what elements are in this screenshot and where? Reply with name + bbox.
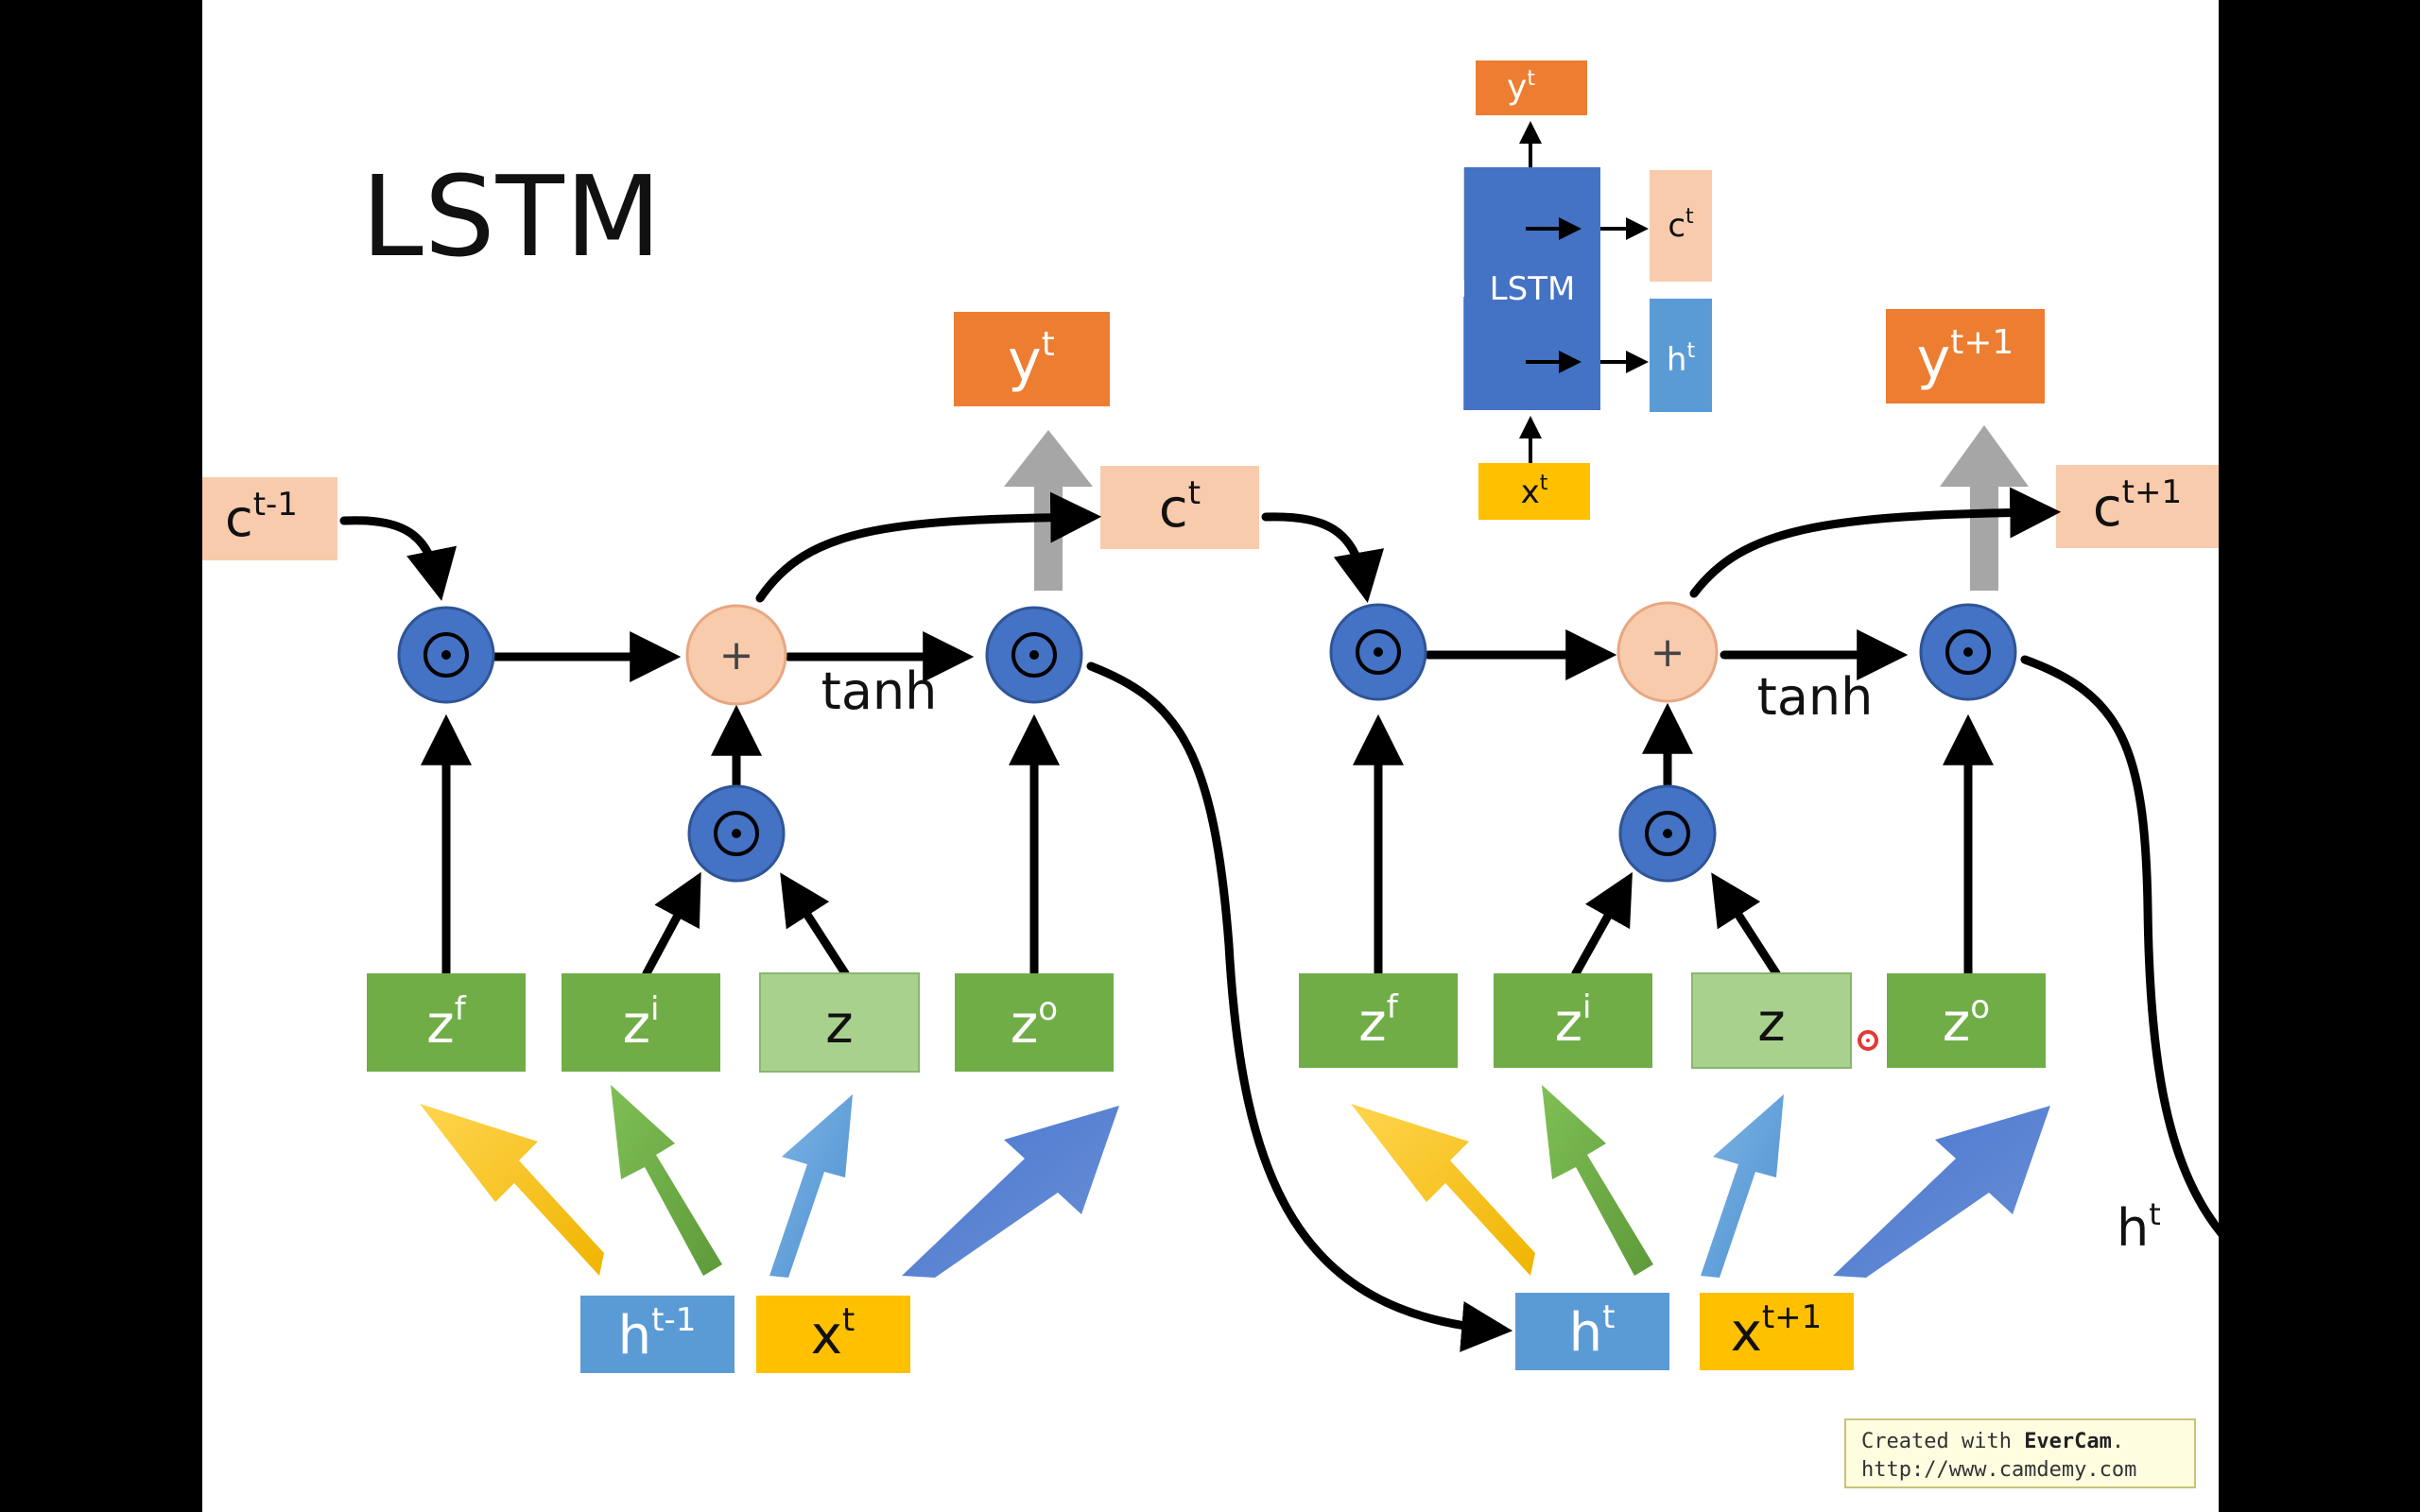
h-in-box-t <box>580 1296 735 1373</box>
gate-zf-t1 <box>1299 973 1458 1068</box>
c-next-label-t1: ct+1 <box>2093 473 2182 539</box>
y-label-t: yt <box>1008 325 1055 394</box>
gate-zo-t1 <box>1887 973 2046 1068</box>
c-next-label-t: ct <box>1159 474 1201 540</box>
summary-block: yt ct-1 ht-1 LSTM ct ht xt <box>1463 60 1712 520</box>
gate-zf-label-t: zf <box>426 990 466 1056</box>
c-prev-box <box>202 477 337 560</box>
y-box-t <box>954 312 1110 406</box>
add-op-t1: + <box>1616 601 1719 703</box>
small-x-label: xt <box>1521 472 1548 511</box>
output-arrow-t <box>1004 430 1093 591</box>
small-y-label: yt <box>1507 67 1535 107</box>
tanh-label-t: tanh <box>821 662 938 721</box>
y-label-t1: yt+1 <box>1917 323 2014 392</box>
tanh-label-t1: tanh <box>1757 667 1874 727</box>
slide: LSTM yt ct-1 ht-1 LSTM ct <box>202 0 2219 1512</box>
x-in-label-t: xt <box>811 1301 855 1366</box>
input-mul-op-t1 <box>1618 784 1717 883</box>
lstm-diagram: yt ct-1 ht-1 LSTM ct ht xt <box>202 60 2219 1373</box>
output-mul-op <box>985 606 1083 704</box>
slide-title: LSTM <box>361 151 663 282</box>
output-arrow-t1 <box>1940 425 2029 591</box>
svg-text:+: + <box>719 631 754 679</box>
input-arrows-t1 <box>1351 1085 2050 1278</box>
svg-text:+: + <box>1651 628 1685 677</box>
y-box-t1 <box>1886 309 2045 404</box>
forget-mul-op <box>397 606 495 704</box>
small-y-box <box>1476 60 1587 115</box>
x-in-box-t <box>756 1296 910 1373</box>
small-lstm-label: LSTM <box>1490 270 1576 308</box>
input-mul-op <box>687 784 786 883</box>
x-in-box-t1 <box>1700 1293 1854 1370</box>
gate-z-label-t1: z <box>1757 992 1785 1054</box>
c-prev-label: ct-1 <box>225 486 298 548</box>
gate-zf-t <box>367 973 526 1072</box>
h-in-label-t1: ht <box>1569 1298 1616 1364</box>
gate-z-t <box>759 972 920 1073</box>
h-out-label-t1: ht <box>2117 1196 2161 1258</box>
gate-z-t1 <box>1691 972 1852 1069</box>
add-op-t: + <box>685 604 787 706</box>
c-next-box-t1 <box>2056 465 2219 548</box>
small-c-out-box <box>1650 170 1712 282</box>
x-in-label-t1: xt+1 <box>1731 1298 1823 1364</box>
small-c-out-label: ct <box>1668 205 1694 245</box>
gate-zi-t <box>562 973 720 1072</box>
small-h-out-label: ht <box>1667 339 1696 379</box>
input-arrows-t <box>420 1085 1119 1278</box>
gate-zi-label-t: zi <box>623 990 660 1056</box>
gate-z-label-t: z <box>825 994 853 1056</box>
gate-zo-label-t: zo <box>1011 990 1058 1056</box>
c-next-box-t <box>1100 466 1259 549</box>
gate-zo-t <box>955 973 1114 1072</box>
gate-zi-label-t1: zi <box>1555 988 1592 1054</box>
h-in-label-t: ht-1 <box>618 1301 697 1366</box>
evercam-watermark: Created with EverCam. http://www.camdemy… <box>1844 1418 2196 1488</box>
lstm-cell-t-plus-1: yt+1 ct+1 + <box>1261 309 2219 1370</box>
lstm-cell-t: ct-1 yt ct <box>202 312 1513 1373</box>
forget-mul-op-t1 <box>1329 603 1427 701</box>
gate-zf-label-t1: zf <box>1358 988 1398 1054</box>
mouse-cursor-indicator <box>1858 1030 1878 1051</box>
small-x-box <box>1478 463 1590 520</box>
small-h-out-box <box>1650 299 1712 412</box>
h-in-box-t1 <box>1515 1293 1669 1370</box>
gate-zo-label-t1: zo <box>1943 988 1990 1054</box>
gate-zi-t1 <box>1494 973 1652 1068</box>
output-mul-op-t1 <box>1919 603 2017 701</box>
